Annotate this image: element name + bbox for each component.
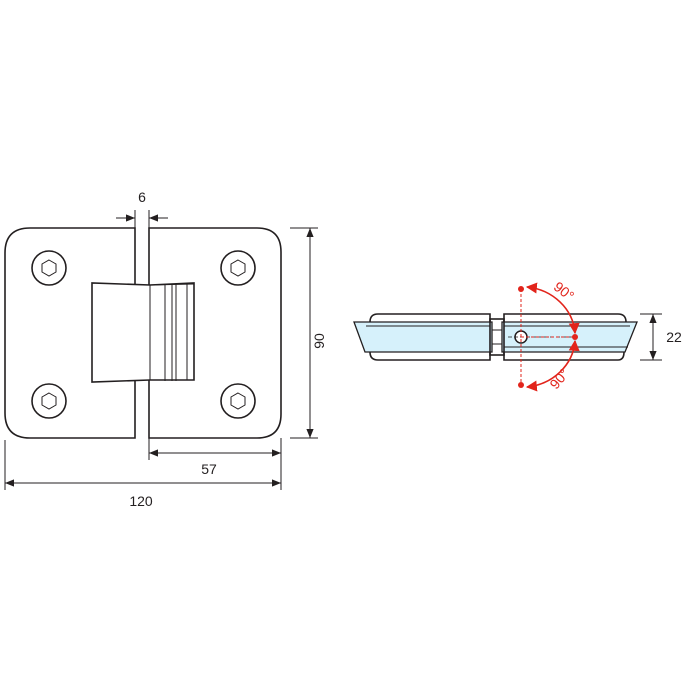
hinge-clamp-profile xyxy=(366,313,630,361)
hex-screw-icon xyxy=(31,383,67,419)
total-width-label: 120 xyxy=(129,493,153,509)
gap-dimension: 6 xyxy=(116,189,168,228)
side-view: 90° 90° 22 xyxy=(353,278,682,393)
leaf-width-label: 57 xyxy=(201,461,217,477)
front-view: 6 90 57 120 xyxy=(4,189,327,509)
left-plate xyxy=(4,227,136,439)
height-label: 90 xyxy=(311,333,327,349)
leaf-width-dimension: 57 xyxy=(148,438,282,477)
left-glass-panel xyxy=(353,321,493,353)
thickness-dimension: 22 xyxy=(640,313,682,361)
height-dimension: 90 xyxy=(290,227,327,439)
total-width-dimension: 120 xyxy=(4,440,282,509)
hex-screw-icon xyxy=(220,250,256,286)
upper-angle-label: 90° xyxy=(551,278,578,304)
hex-screw-icon xyxy=(31,250,67,286)
gap-width-label: 6 xyxy=(138,189,146,205)
right-plate xyxy=(148,227,282,439)
lower-angle-label: 90° xyxy=(546,366,572,393)
hinge-knuckle xyxy=(91,282,195,383)
hex-screw-icon xyxy=(220,383,256,419)
thickness-label: 22 xyxy=(666,329,682,345)
